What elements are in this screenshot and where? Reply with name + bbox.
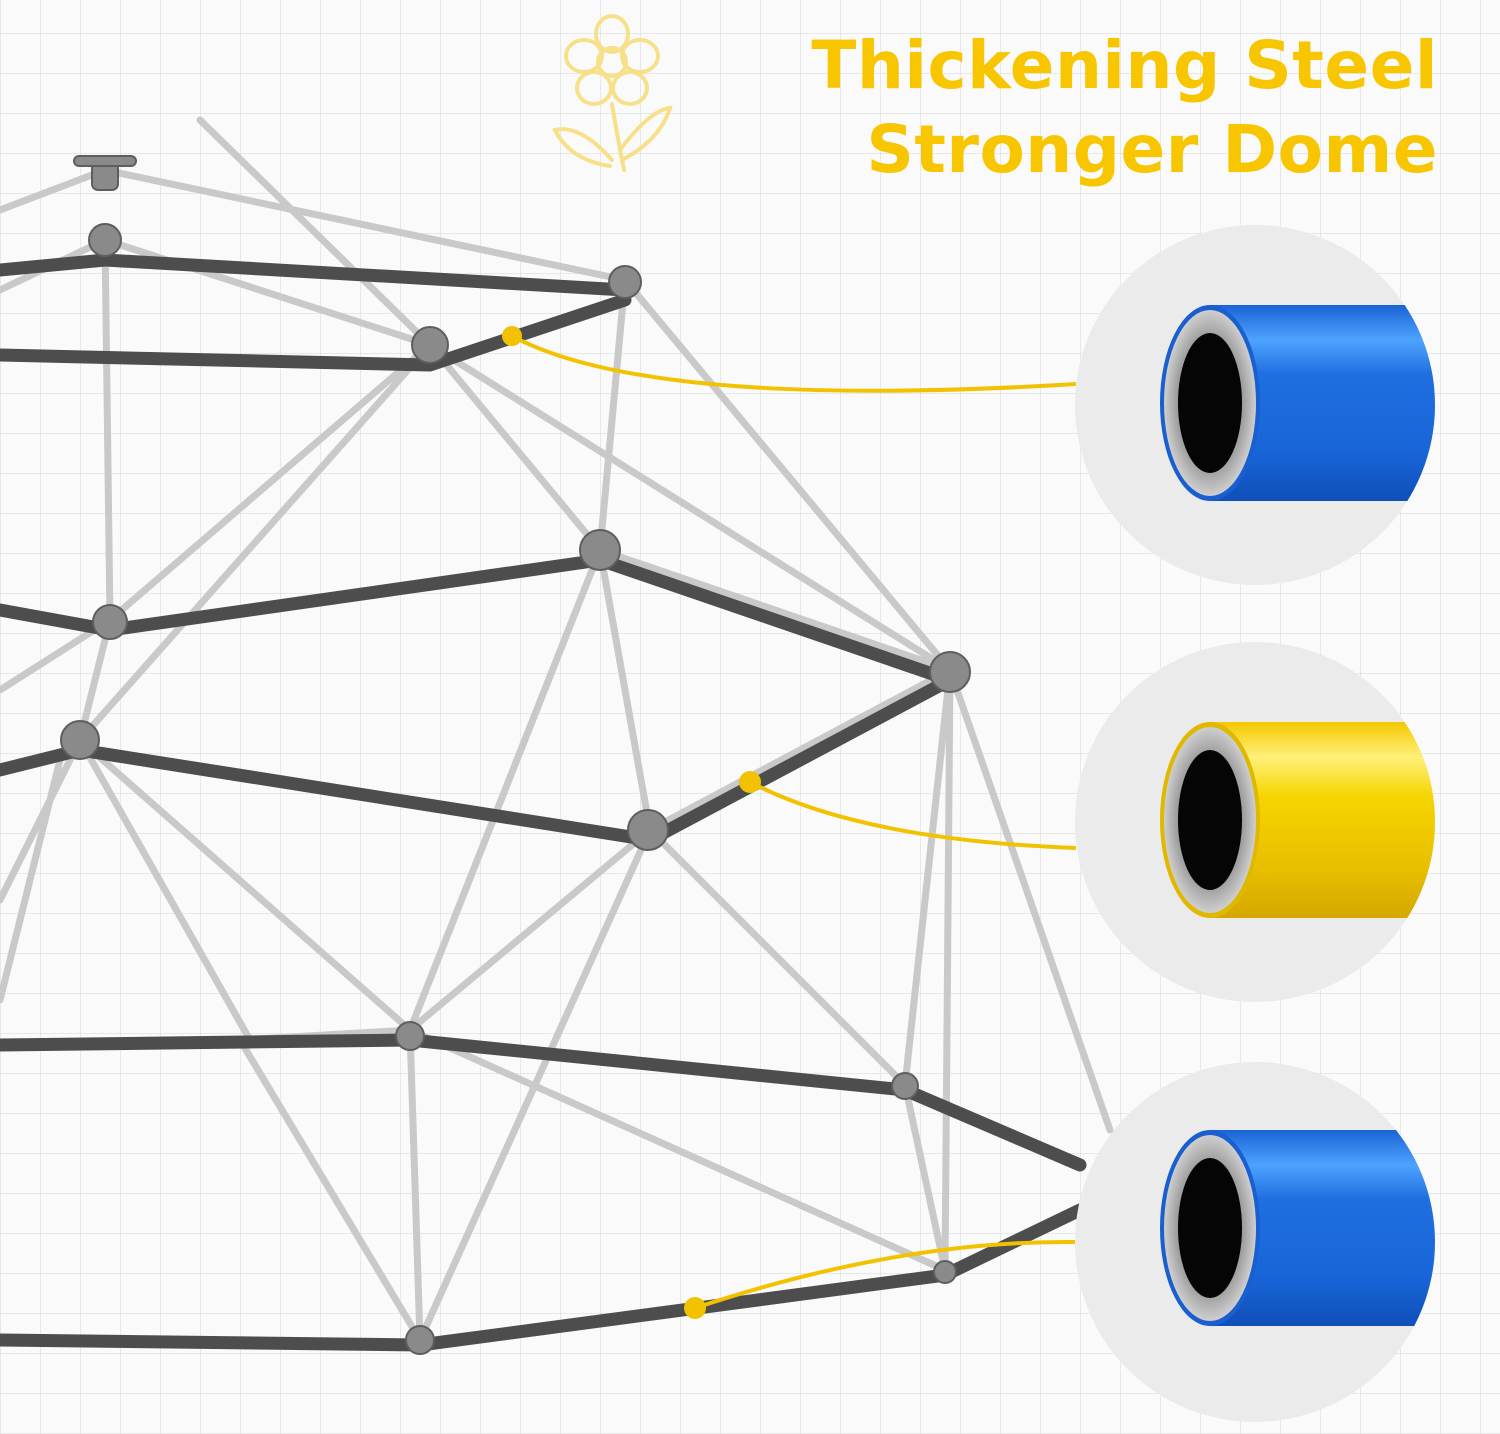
leader-dot-1 [502, 326, 522, 346]
headline-line-1: Thickening Steel [811, 27, 1438, 104]
dome-dark-rings [0, 253, 1087, 1352]
dome-light-struts [0, 116, 1114, 1344]
flower-outline-icon [552, 14, 673, 172]
pipe-callout-1 [1075, 225, 1435, 585]
pipe-callout-2 [1075, 642, 1435, 1002]
dome-connectors [60, 155, 971, 1355]
leader-dot-2 [739, 771, 761, 793]
headline-line-2: Stronger Dome [866, 111, 1438, 188]
pipe-callout-3 [1075, 1062, 1435, 1422]
leader-dot-3 [684, 1297, 706, 1319]
headline: Thickening Steel Stronger Dome [811, 24, 1438, 192]
callout-leaders [511, 334, 1077, 1310]
